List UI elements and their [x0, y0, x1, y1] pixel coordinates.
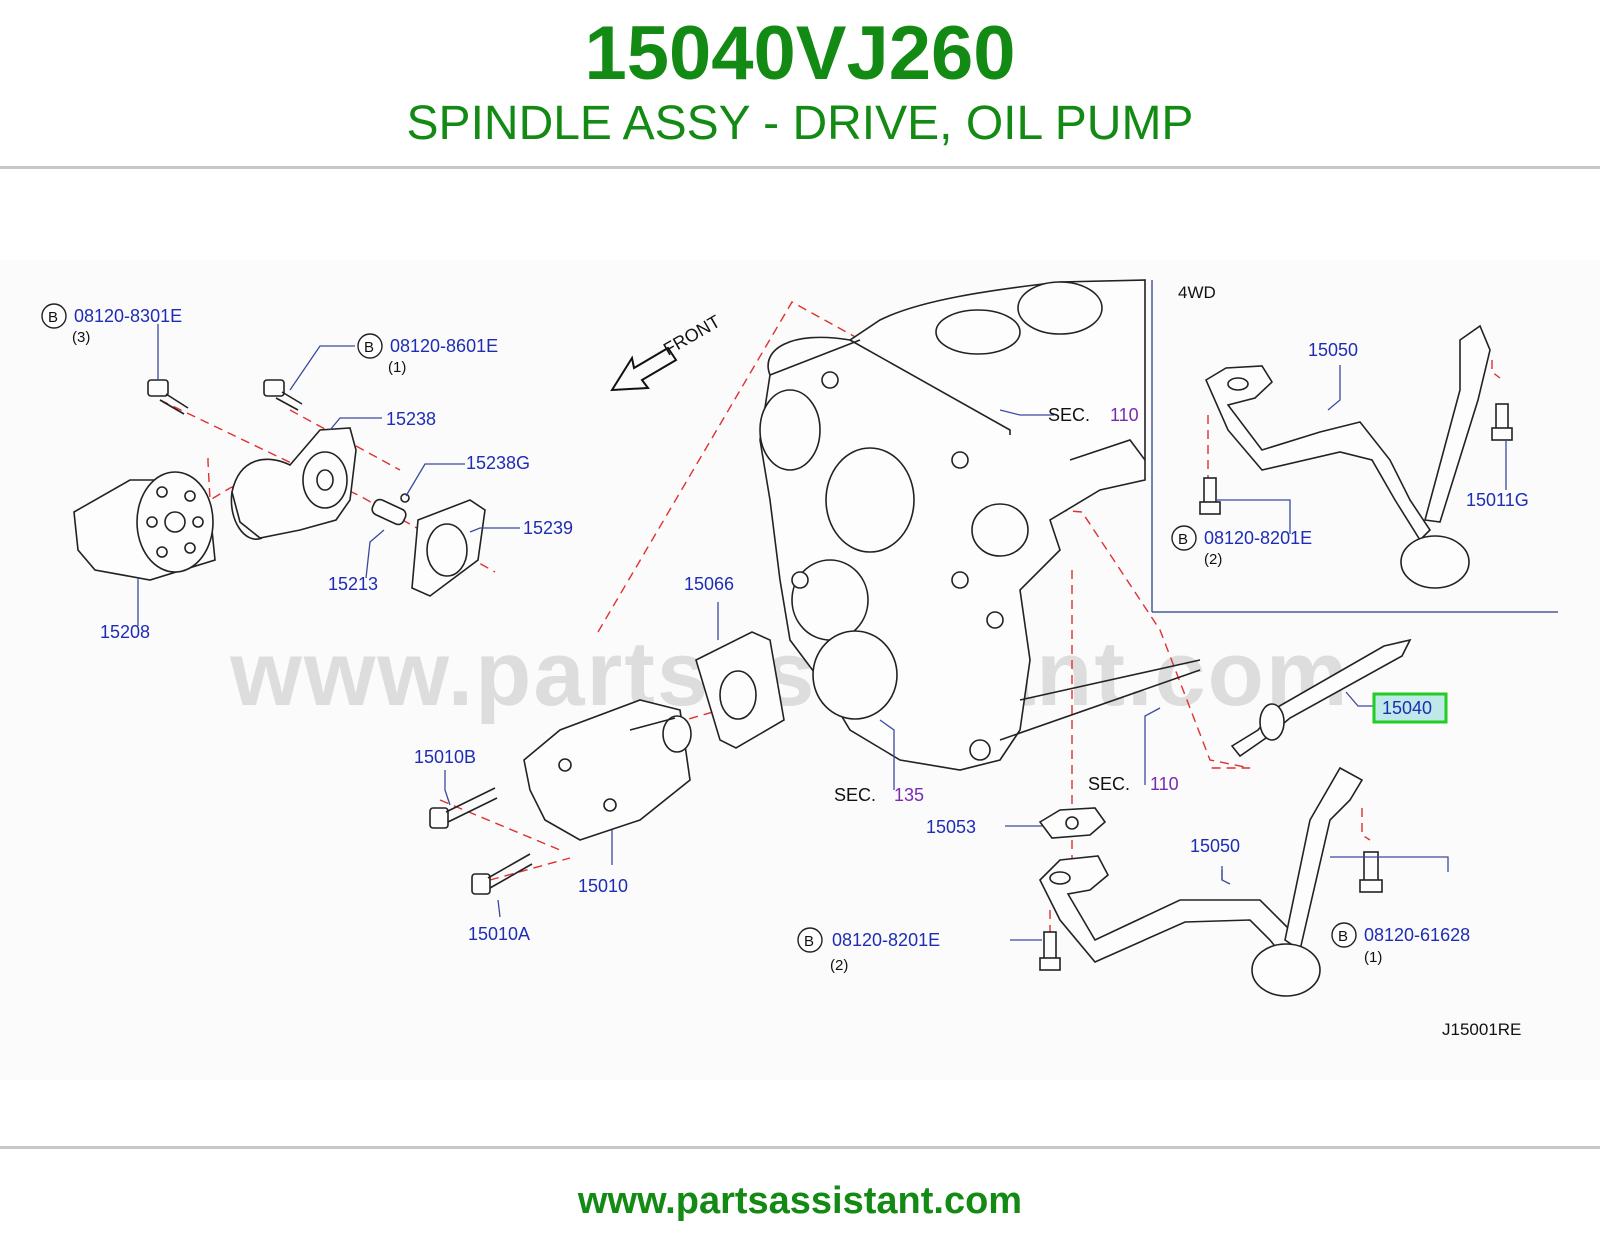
callout-15239[interactable]: 15239 — [523, 518, 573, 538]
bolt-callout-08120-8601e[interactable]: 08120-8601E — [390, 336, 498, 356]
highlight-box-15040 — [1372, 692, 1448, 724]
sec-num-135[interactable]: 135 — [894, 785, 924, 805]
bolt-qty-3: (2) — [1204, 551, 1222, 568]
bolt-08120-61628-drawing — [1359, 851, 1383, 893]
bolt-badge-4: B — [804, 933, 814, 950]
bolt-badge-2: B — [364, 339, 374, 356]
callout-15238[interactable]: 15238 — [386, 409, 436, 429]
relief-valve-drawing — [371, 493, 410, 526]
drawing-code: J15001RE — [1442, 1020, 1521, 1039]
bolt-qty-2: (1) — [388, 359, 406, 376]
sec-label-135: SEC. — [834, 785, 876, 805]
bolt-badge-5: B — [1338, 928, 1348, 945]
gasket-15053-drawing — [1038, 807, 1107, 839]
part-number-title: 15040VJ260 — [584, 11, 1016, 96]
bolt-08120-8201e-main-drawing — [1039, 931, 1061, 971]
callout-15066[interactable]: 15066 — [684, 574, 734, 594]
bolt-callout-08120-8301e[interactable]: 08120-8301E — [74, 306, 182, 326]
footer-divider — [0, 1146, 1600, 1149]
part-name-subtitle: SPINDLE ASSY - DRIVE, OIL PUMP — [406, 97, 1194, 150]
bolt-callout-08120-61628[interactable]: 08120-61628 — [1364, 925, 1470, 945]
bolt-08120-8601e-drawing — [263, 379, 303, 411]
bolt-qty-1: (3) — [72, 329, 90, 346]
gasket-15239-drawing — [411, 499, 486, 597]
bolt-callout-08120-8201e-inset[interactable]: 08120-8201E — [1204, 528, 1312, 548]
spindle-15040-drawing — [1230, 638, 1412, 758]
footer-url-link[interactable]: www.partsassistant.com — [577, 1180, 1023, 1222]
callout-15050-inset[interactable]: 15050 — [1308, 340, 1358, 360]
callout-15010[interactable]: 15010 — [578, 876, 628, 896]
sec-num-110-bottom[interactable]: 110 — [1150, 774, 1179, 794]
callout-15010a[interactable]: 15010A — [468, 924, 530, 944]
watermark-text: www.partsassistant.com — [229, 623, 1349, 725]
bolt-badge-1: B — [48, 309, 58, 326]
filter-bracket-drawing — [230, 427, 357, 540]
callout-15050-main[interactable]: 15050 — [1190, 836, 1240, 856]
sec-label-110-bottom: SEC. — [1088, 774, 1130, 794]
gasket-15066-drawing — [695, 631, 785, 749]
front-arrow-icon — [610, 346, 678, 392]
callout-15213[interactable]: 15213 — [328, 574, 378, 594]
callout-15208[interactable]: 15208 — [100, 622, 150, 642]
strainer-15050-main-drawing — [1039, 766, 1364, 997]
inset-4wd-frame — [1151, 280, 1558, 613]
engine-block-drawing — [759, 279, 1201, 771]
sec-num-110-top[interactable]: 110 — [1110, 405, 1139, 425]
oil-pump-drawing — [523, 699, 692, 841]
b-badge-icons — [41, 303, 1357, 953]
callout-15010b[interactable]: 15010B — [414, 747, 476, 767]
callout-15053[interactable]: 15053 — [926, 817, 976, 837]
parts-diagram: www.partsassistant.com 4WD FRONT — [0, 260, 1600, 1080]
sec-label-110-top: SEC. — [1048, 405, 1090, 425]
oil-filter-drawing — [73, 471, 216, 581]
bolt-qty-4: (2) — [830, 957, 848, 974]
bolt-callout-08120-8201e-main[interactable]: 08120-8201E — [832, 930, 940, 950]
bolt-15010a-drawing — [471, 853, 533, 895]
bolt-08120-8201e-inset-drawing — [1199, 477, 1221, 515]
callout-15040[interactable]: 15040 — [1382, 698, 1432, 718]
bolt-08120-8301e-drawing — [147, 379, 189, 415]
header-divider — [0, 166, 1600, 169]
bolt-15010b-drawing — [429, 787, 498, 829]
strainer-15050-inset-drawing — [1204, 324, 1491, 589]
callout-15011g[interactable]: 15011G — [1466, 490, 1529, 510]
bolt-qty-5: (1) — [1364, 949, 1382, 966]
callout-15238g[interactable]: 15238G — [466, 453, 530, 473]
inset-4wd-label: 4WD — [1178, 283, 1216, 302]
bolt-badge-3: B — [1178, 531, 1188, 548]
bolt-15011g-drawing — [1491, 403, 1513, 441]
